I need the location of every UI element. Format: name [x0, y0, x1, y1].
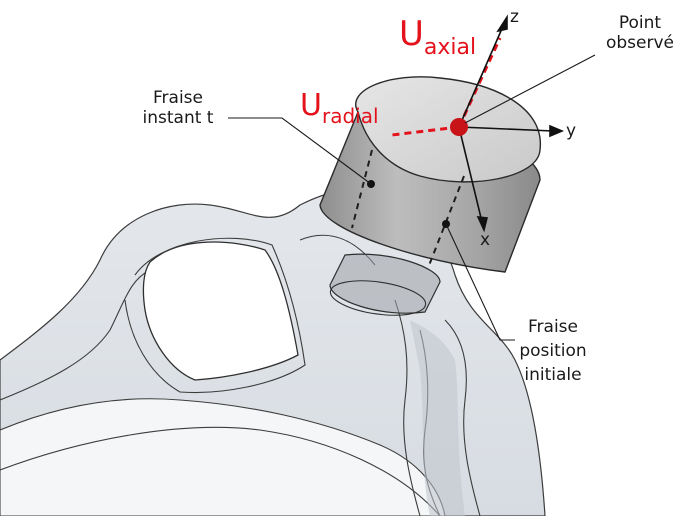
- axis-label-z: z: [510, 7, 519, 27]
- u-axial-symbol: U: [399, 14, 424, 54]
- label-point-observe-2: observé: [606, 33, 674, 53]
- observed-point: [450, 118, 468, 136]
- u-axial-subscript: axial: [424, 35, 476, 60]
- axis-label-y: y: [566, 121, 576, 141]
- label-fraise-instant-1: Fraise: [153, 88, 203, 108]
- label-fraise-instant-2: instant t: [143, 108, 214, 128]
- u-radial-symbol: U: [300, 88, 322, 123]
- u-radial-subscript: radial: [322, 104, 379, 128]
- label-point-observe-1: Point: [619, 13, 662, 33]
- label-fraise-initiale-1: Fraise: [528, 317, 578, 337]
- label-u-axial: Uaxial: [399, 14, 476, 60]
- axis-label-x: x: [480, 230, 490, 250]
- label-fraise-initiale-2: position: [519, 341, 586, 361]
- z-axis-arrowhead: [498, 17, 507, 31]
- y-axis-arrowhead: [550, 126, 562, 136]
- label-fraise-initiale-3: initiale: [524, 365, 581, 385]
